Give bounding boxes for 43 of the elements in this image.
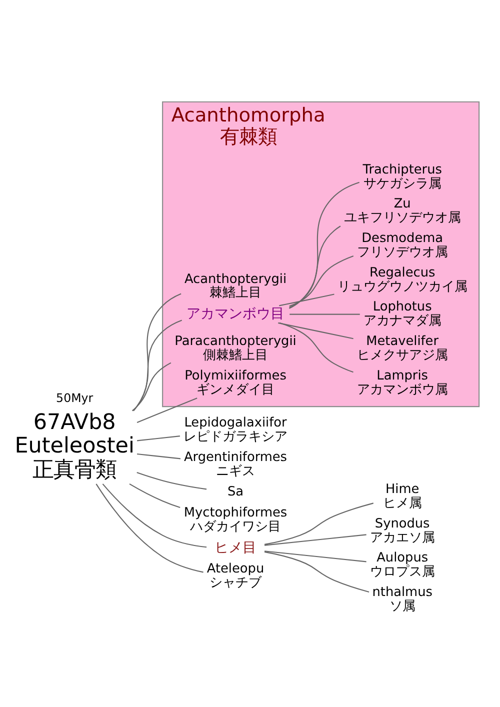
node-text: Paracanthopterygii 側棘鰭上目 [174, 333, 296, 362]
connector [137, 452, 181, 459]
connector [102, 483, 207, 548]
connector [136, 397, 198, 422]
label: 50Myr [56, 390, 94, 405]
connector [264, 534, 366, 546]
node-text: Metavelifer ヒメクサアジ属 [356, 333, 448, 362]
node-text: Regalecus リュウグウノツカイ属 [337, 264, 468, 294]
node-text: Argentiniformes ニギス [184, 449, 288, 478]
node-text: Aulopus ウロプス属 [370, 550, 435, 580]
connector [264, 550, 366, 562]
connector [96, 483, 204, 572]
connector [264, 550, 370, 592]
connector [289, 225, 341, 308]
node-text: Acanthopterygii 棘鰭上目 [184, 271, 287, 300]
node-text: Synodus アカエソ属 [370, 516, 435, 545]
node-text: Zu ユキフリソデウオ属 [344, 196, 461, 226]
connector [278, 322, 354, 339]
connector [137, 435, 180, 441]
node-text: Myctophiformes ハダカイワシ目 [184, 505, 288, 534]
connector [289, 254, 354, 306]
connector [129, 482, 180, 508]
node-text: 67AVb8 Euteleostei 正真骨類 [14, 410, 134, 482]
connector [264, 502, 374, 544]
node-text: nthalmus ソ属 [372, 584, 432, 614]
connector [279, 293, 334, 306]
connector [290, 313, 360, 314]
node-text: Lophotus アカナマダ属 [363, 299, 442, 328]
node-text: アカマンボウ目 [186, 305, 285, 322]
node-text: Lepidogalaxiifor レピドガラキシア [184, 415, 288, 444]
node-text: ヒメ目 [214, 539, 257, 556]
connector [288, 181, 360, 308]
node-text: Desmodema フリソデウオ属 [356, 230, 448, 260]
node-text: Lampris アカマンボウ属 [356, 368, 448, 397]
node-text: Sa [227, 484, 244, 500]
connector [133, 292, 182, 411]
node-text: Ateleopu シャチブ [206, 560, 264, 590]
connector [136, 472, 207, 490]
node-text: Hime ヒメ属 [382, 482, 422, 510]
connector [279, 322, 354, 372]
node-text: Polymixiiformes ギンメダイ目 [184, 368, 286, 397]
node-text: Trachipterus サケガシラ属 [362, 162, 442, 191]
connector [132, 319, 182, 411]
